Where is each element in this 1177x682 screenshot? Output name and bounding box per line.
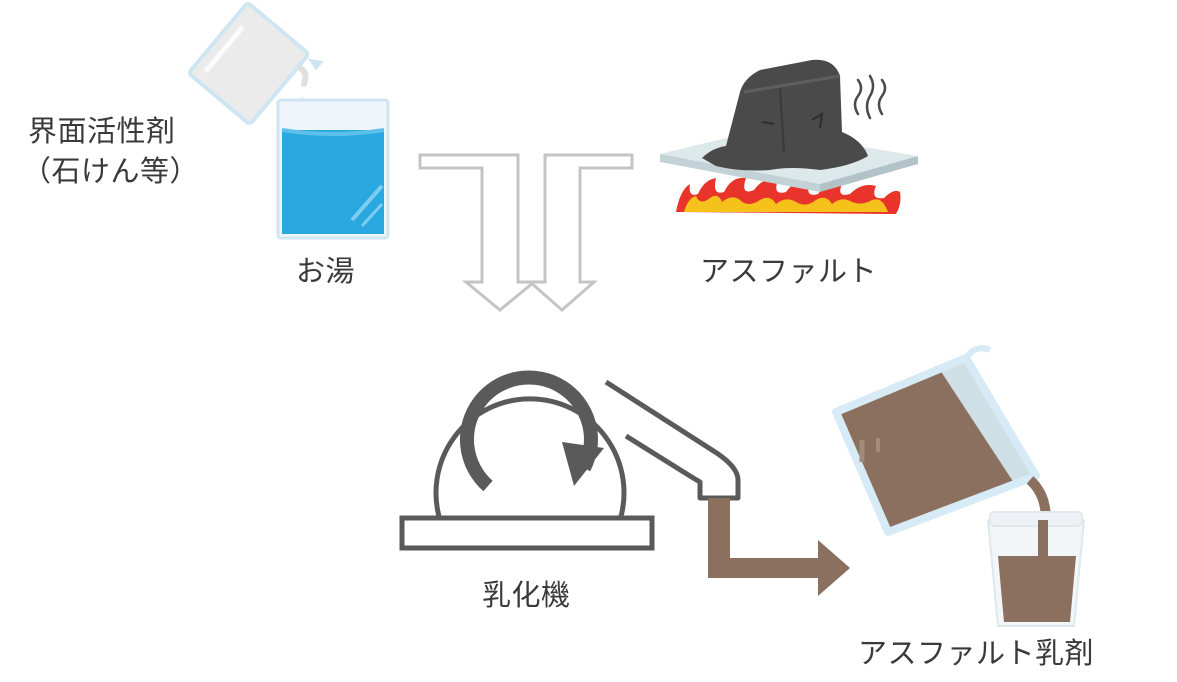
flow-arrow-down-right [526,153,634,312]
flame-icon [676,177,901,214]
rotation-arrow-icon [459,370,604,492]
emulsifier-machine-icon [399,370,741,551]
emulsifier-label: 乳化機 [482,578,571,612]
asphalt-emulsion-label: アスファルト乳剤 [858,636,1095,670]
beaker-pouring-icon [188,2,324,125]
surfactant-label-line1: 界面活性剤 [28,114,176,148]
pitcher-pouring-icon [832,345,1051,560]
steam-icon [853,74,887,120]
flow-arrow-down-left [418,153,539,312]
surfactant-label-line2: （石けん等） [22,154,200,188]
asphalt-label: アスファルト [700,254,878,288]
hot-water-label: お湯 [296,254,356,288]
emulsion-cup-icon [986,511,1086,627]
output-flow-arrow [708,498,850,596]
water-beaker-icon [276,96,390,240]
asphalt-on-heated-plate-icon [660,59,918,214]
